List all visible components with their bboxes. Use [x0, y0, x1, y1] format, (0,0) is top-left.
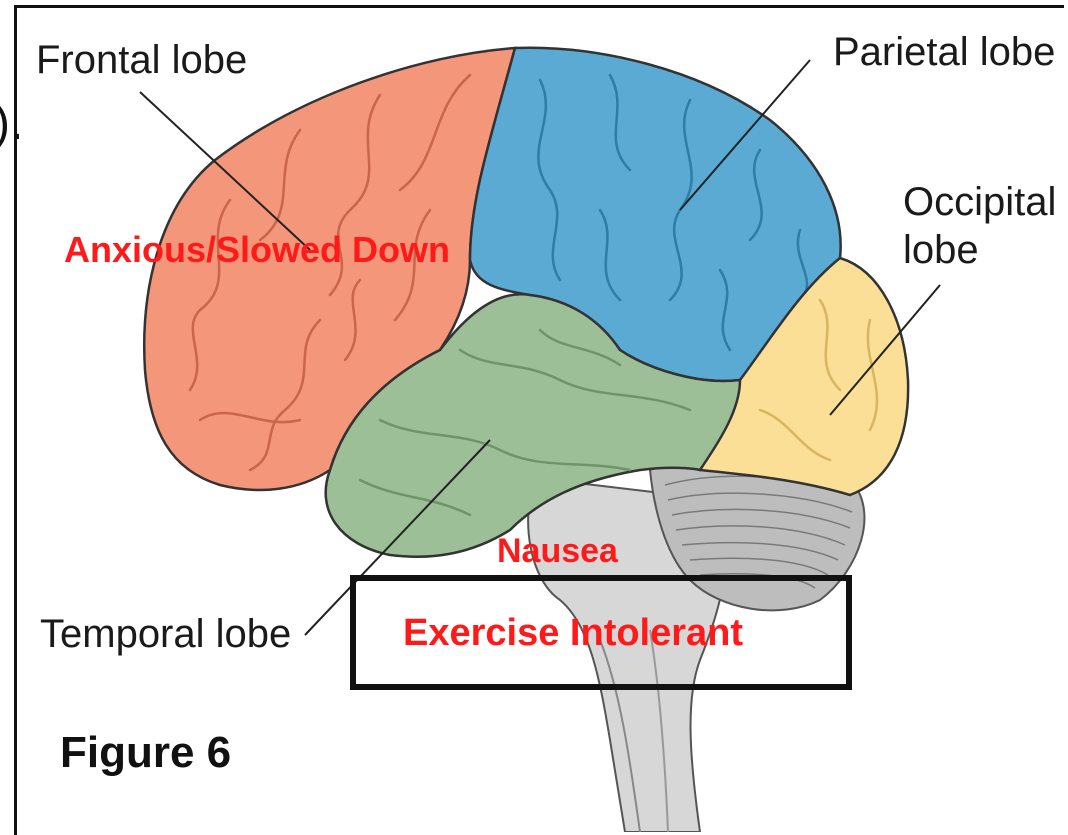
nausea-annotation: Nausea [497, 534, 618, 568]
frontal-lobe-label: Frontal lobe [36, 40, 247, 80]
figure-title: Figure 6 [60, 728, 231, 778]
occipital-lobe-label-line1: Occipital [903, 182, 1056, 222]
anxious-annotation: Anxious/Slowed Down [64, 232, 450, 268]
parietal-lobe-label: Parietal lobe [833, 32, 1055, 72]
temporal-lobe-label: Temporal lobe [40, 614, 291, 654]
occipital-lobe-label-line2: lobe [903, 230, 979, 270]
exercise-annotation: Exercise Intolerant [403, 614, 743, 652]
